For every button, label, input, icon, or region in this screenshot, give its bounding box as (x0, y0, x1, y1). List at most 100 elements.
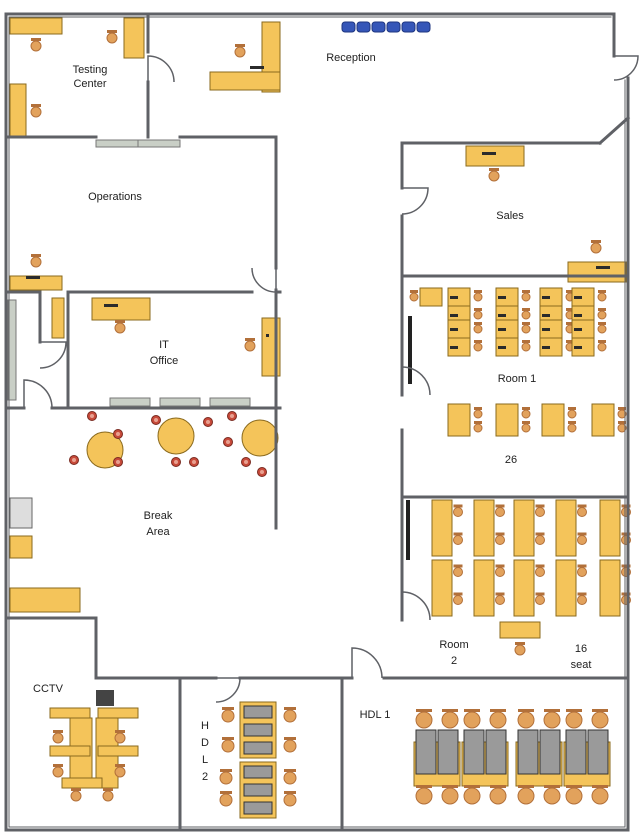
chair-back (621, 532, 631, 536)
chair-back (618, 421, 626, 424)
monitor-icon (498, 328, 506, 331)
chair-seat (577, 595, 587, 605)
chair-icon (473, 340, 483, 352)
chair-icon (597, 322, 607, 334)
label-testing-center-2: Center (73, 78, 106, 90)
chair-seat (114, 732, 126, 744)
workstation-icon (539, 729, 561, 775)
chair-seat (30, 40, 42, 52)
door-swing-icon (401, 187, 429, 215)
chair-back (591, 240, 601, 243)
desk-icon (447, 337, 471, 357)
chair-icon (415, 785, 433, 805)
chair-icon (219, 769, 233, 785)
chair-back (474, 308, 482, 311)
chair-icon (521, 340, 531, 352)
chair-back (535, 532, 545, 536)
chair-back (522, 308, 530, 311)
chair-back (618, 407, 626, 410)
window (137, 139, 181, 148)
chair-seat (597, 292, 607, 302)
chair-icon (577, 564, 587, 577)
monitor-icon (482, 152, 496, 155)
chair-icon (597, 290, 607, 302)
label-room-1: Room 1 (498, 373, 537, 385)
desk-icon (495, 337, 519, 357)
monitor-icon (450, 296, 458, 299)
chair-icon (521, 290, 531, 302)
chair-back (464, 785, 480, 788)
chair-back (284, 707, 296, 710)
desk-icon (495, 403, 519, 437)
workstation-icon (243, 723, 273, 737)
chair-back (490, 785, 506, 788)
chair-back (474, 407, 482, 410)
chair-seat (495, 567, 505, 577)
door-swing-icon (613, 55, 639, 81)
label-room-1-seats: 26 (505, 454, 517, 466)
chair-back (53, 730, 63, 733)
chair-seat (489, 711, 507, 729)
stool-top (174, 460, 178, 464)
chair-back (442, 709, 458, 712)
stool-top (260, 470, 264, 474)
chair-back (577, 592, 587, 596)
chair-back (495, 532, 505, 536)
chair-icon (473, 421, 483, 433)
chair-icon (597, 340, 607, 352)
stool-top (90, 414, 94, 418)
chair-back (544, 785, 560, 788)
chair-seat (441, 787, 459, 805)
chair-icon (597, 308, 607, 320)
chair-back (453, 592, 463, 596)
monitor-icon (542, 328, 550, 331)
round-table-icon (241, 419, 279, 457)
cabinet (51, 297, 65, 339)
label-it-office-2: Office (150, 355, 179, 367)
whiteboard (406, 500, 410, 560)
stool-top (154, 418, 158, 422)
chair-back (522, 421, 530, 424)
monitor-icon (450, 328, 458, 331)
desk-icon (473, 559, 495, 617)
desk-icon (9, 17, 63, 35)
desk-icon (419, 287, 443, 307)
chair-seat (567, 423, 577, 433)
chair-icon (577, 592, 587, 605)
chair-seat (415, 711, 433, 729)
chair-icon (102, 788, 114, 802)
chair-seat (577, 535, 587, 545)
wall-segment (597, 115, 631, 146)
label-sales: Sales (496, 210, 524, 222)
chair-icon (234, 44, 246, 58)
stool-top (244, 460, 248, 464)
chair-back (522, 340, 530, 343)
round-table-icon (157, 417, 195, 455)
appliance (9, 497, 33, 529)
desk-icon (9, 587, 81, 613)
chair-seat (535, 507, 545, 517)
chair-back (53, 764, 63, 767)
chair-icon (283, 791, 297, 807)
label-hdl-1: HDL 1 (360, 709, 391, 721)
chair-back (495, 504, 505, 508)
chair-icon (453, 532, 463, 545)
chair-back (522, 407, 530, 410)
doors-layer (23, 55, 639, 703)
chair-icon (521, 322, 531, 334)
monitor-icon (104, 304, 118, 307)
chair-seat (567, 409, 577, 419)
chair-seat (597, 324, 607, 334)
chair-seat (535, 535, 545, 545)
chair-seat (221, 709, 235, 723)
chair-back (535, 592, 545, 596)
chair-icon (517, 785, 535, 805)
chair-icon (221, 737, 235, 753)
chair-back (107, 30, 117, 33)
chair-back (568, 421, 576, 424)
monitor-icon (542, 296, 550, 299)
label-room-2-1: Room (439, 639, 468, 651)
chair-seat (495, 595, 505, 605)
chair-seat (597, 342, 607, 352)
chair-seat (283, 739, 297, 753)
